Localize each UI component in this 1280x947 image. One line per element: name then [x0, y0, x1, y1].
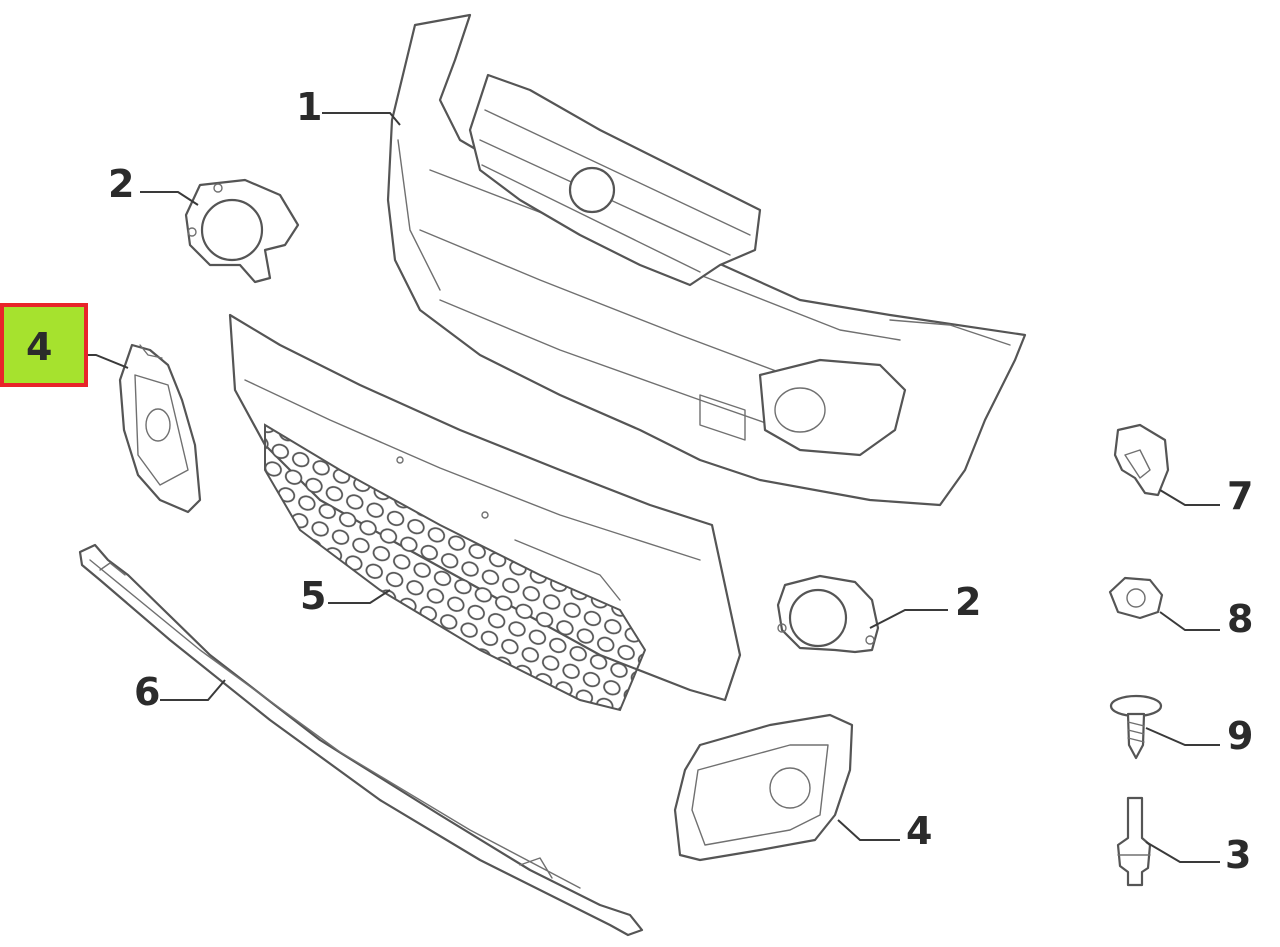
nut-part [1108, 576, 1164, 620]
callout-1: 1 [296, 85, 323, 129]
stud-part [1116, 796, 1152, 887]
callout-4-left: 4 [26, 325, 53, 369]
callout-6: 6 [134, 670, 161, 714]
callout-2-left: 2 [108, 162, 135, 206]
callout-2-right: 2 [955, 580, 982, 624]
bumper-part [386, 13, 1027, 507]
callout-9: 9 [1227, 714, 1254, 758]
callout-7: 7 [1227, 474, 1254, 518]
callout-5: 5 [300, 574, 327, 618]
fog-lamp-left-part [184, 178, 300, 284]
clip-part [1113, 423, 1170, 497]
screw-part [1109, 694, 1163, 760]
callout-3: 3 [1225, 833, 1252, 877]
fog-lamp-right-part [776, 574, 880, 654]
callout-4-right: 4 [906, 809, 933, 853]
highlight-box [0, 303, 88, 387]
fog-frame-left-part [118, 343, 202, 514]
lower-strip-part [78, 543, 644, 937]
fog-frame-right-part [673, 713, 854, 862]
lower-grille-part [228, 313, 742, 712]
callout-8: 8 [1227, 597, 1254, 641]
